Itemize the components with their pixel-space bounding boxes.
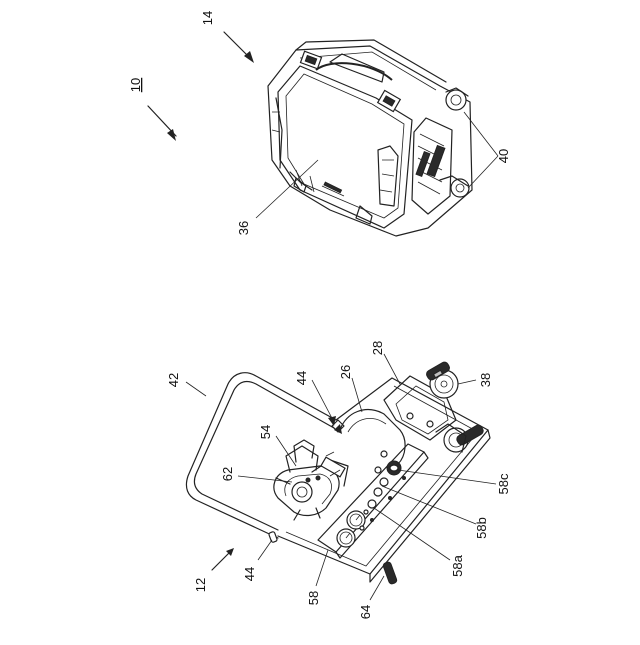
label-38: 38 [478, 373, 493, 387]
fitting-44-lower [268, 531, 277, 542]
ref-14-group: 14 [200, 11, 254, 63]
frame-base-plate [278, 378, 488, 574]
knob-58b-2 [380, 478, 388, 486]
ref-12-group: 12 [193, 548, 234, 592]
case-leaders: 36 40 [236, 112, 511, 235]
label-26: 26 [338, 365, 353, 379]
arrow-14-shaft [224, 32, 250, 58]
label-62: 62 [220, 467, 235, 481]
label-44-top: 44 [294, 371, 309, 385]
label-58b: 58b [474, 517, 489, 539]
knob-58a [368, 500, 376, 508]
label-42: 42 [166, 373, 181, 387]
case-front-face [278, 66, 412, 228]
frame-tube-inner [194, 382, 334, 530]
label-14: 14 [200, 11, 215, 25]
pump-assembly [274, 440, 348, 520]
wheel-38-upper [425, 361, 458, 398]
label-12: 12 [193, 578, 208, 592]
label-64: 64 [358, 605, 373, 619]
case-body-outline [268, 46, 472, 236]
wheel-38-lower [436, 424, 485, 452]
knob-58b-1 [374, 488, 382, 496]
label-40: 40 [496, 149, 511, 163]
label-28: 28 [370, 341, 385, 355]
label-44-bottom: 44 [242, 567, 257, 581]
label-54: 54 [258, 425, 273, 439]
handle-64 [382, 561, 397, 584]
case-top-handle [330, 54, 384, 82]
label-58c: 58c [496, 473, 511, 494]
frame-tube-outer [186, 373, 336, 538]
label-58a: 58a [450, 554, 465, 576]
ref-10-group: 10 [128, 78, 176, 141]
arrow-12-shaft [212, 552, 230, 570]
label-10: 10 [128, 78, 143, 92]
hard-case [268, 40, 472, 236]
label-58: 58 [306, 591, 321, 605]
label-36: 36 [236, 221, 251, 235]
